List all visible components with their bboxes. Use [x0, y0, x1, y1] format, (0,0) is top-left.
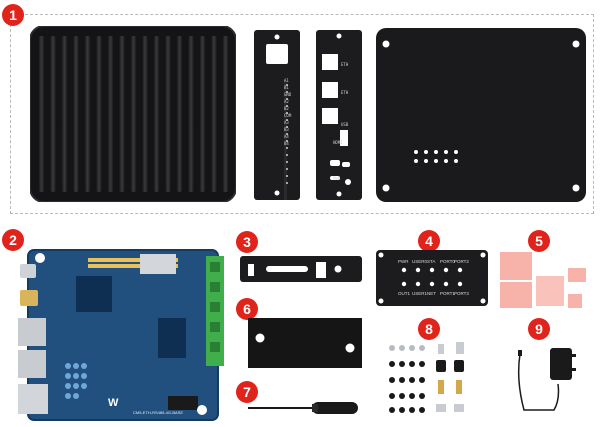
- screws-and-standoffs: [389, 342, 464, 413]
- panel-label: B1: [284, 85, 289, 90]
- panel-label: ETH: [341, 90, 349, 95]
- heatsink-fin: [153, 36, 160, 192]
- led-label: PWR: [398, 259, 409, 264]
- power-adapter: [517, 348, 576, 411]
- heatsink-fin: [130, 36, 137, 192]
- badge-7: 7: [236, 381, 258, 403]
- heatsink-fin: [164, 36, 172, 192]
- badge-2: 2: [2, 229, 24, 251]
- thermal-pads: [500, 252, 586, 308]
- badge-5: 5: [528, 230, 550, 252]
- mounting-bracket: [240, 256, 362, 282]
- panel-label: A2: [284, 99, 289, 104]
- heatsink-fin: [72, 36, 80, 192]
- heatsink-fin: [118, 36, 126, 192]
- led-label: PORT2: [454, 259, 469, 264]
- insulation-pad: [248, 318, 362, 368]
- badge-8: 8: [418, 318, 440, 340]
- heatsink-fin: [199, 36, 206, 192]
- led-label: STA: [427, 259, 435, 264]
- heatsink-fin: [107, 36, 114, 192]
- badge-9: 9: [528, 318, 550, 340]
- panel-label: USB: [341, 122, 349, 127]
- led-label: OUT1: [398, 291, 410, 296]
- led-indicator-panel: PWR USER0 STA PORT0 PORT2 OUT1 USER1 NET…: [376, 250, 488, 306]
- led-label: PORT1: [440, 291, 455, 296]
- badge-6: 6: [236, 298, 258, 320]
- heatsink-fin: [38, 36, 45, 192]
- io-panel-cutouts: [316, 30, 362, 200]
- screwdriver: [248, 402, 358, 414]
- heatsink-fin: [176, 36, 183, 192]
- heatsink-fin: [61, 36, 68, 192]
- metal-case-heatsink: [30, 26, 236, 202]
- led-label: USER1: [412, 291, 428, 296]
- heatsink-fin: [187, 36, 195, 192]
- board-logo: W: [108, 397, 119, 409]
- led-label: PORT3: [454, 291, 469, 296]
- side-panel-io-labels: [254, 30, 300, 200]
- cm5-base-board: CM5-ETH-RS485-4G-BASE W: [18, 249, 224, 421]
- section-1-frame: [10, 14, 594, 214]
- led-label: PORT0: [440, 259, 455, 264]
- panel-label: B3: [284, 127, 289, 132]
- badge-1: 1: [2, 4, 24, 26]
- panel-label: B4: [284, 141, 289, 146]
- panel-label: PWR: [333, 176, 341, 181]
- panel-label: ETH: [341, 62, 349, 67]
- panel-label: A4: [284, 134, 289, 139]
- led-label: USER0: [412, 259, 428, 264]
- panel-label: B2: [284, 106, 289, 111]
- panel-label: GND: [284, 92, 292, 97]
- bottom-plate: [376, 28, 586, 202]
- panel-label: HDMI: [333, 140, 343, 145]
- heatsink-fin: [95, 36, 103, 192]
- panel-label: A1: [284, 78, 289, 83]
- heatsink-fin: [49, 36, 57, 192]
- badge-3: 3: [236, 231, 258, 253]
- board-model-label: CM5-ETH-RS485-4G-BASE: [133, 410, 183, 415]
- heatsink-fin: [210, 36, 218, 192]
- panel-label: A3: [284, 120, 289, 125]
- heatsink-fin: [141, 36, 149, 192]
- panel-label: COM: [284, 113, 292, 118]
- badge-4: 4: [418, 230, 440, 252]
- heatsink-fin: [84, 36, 91, 192]
- heatsink-fin: [222, 36, 229, 192]
- led-label: NET: [427, 291, 436, 296]
